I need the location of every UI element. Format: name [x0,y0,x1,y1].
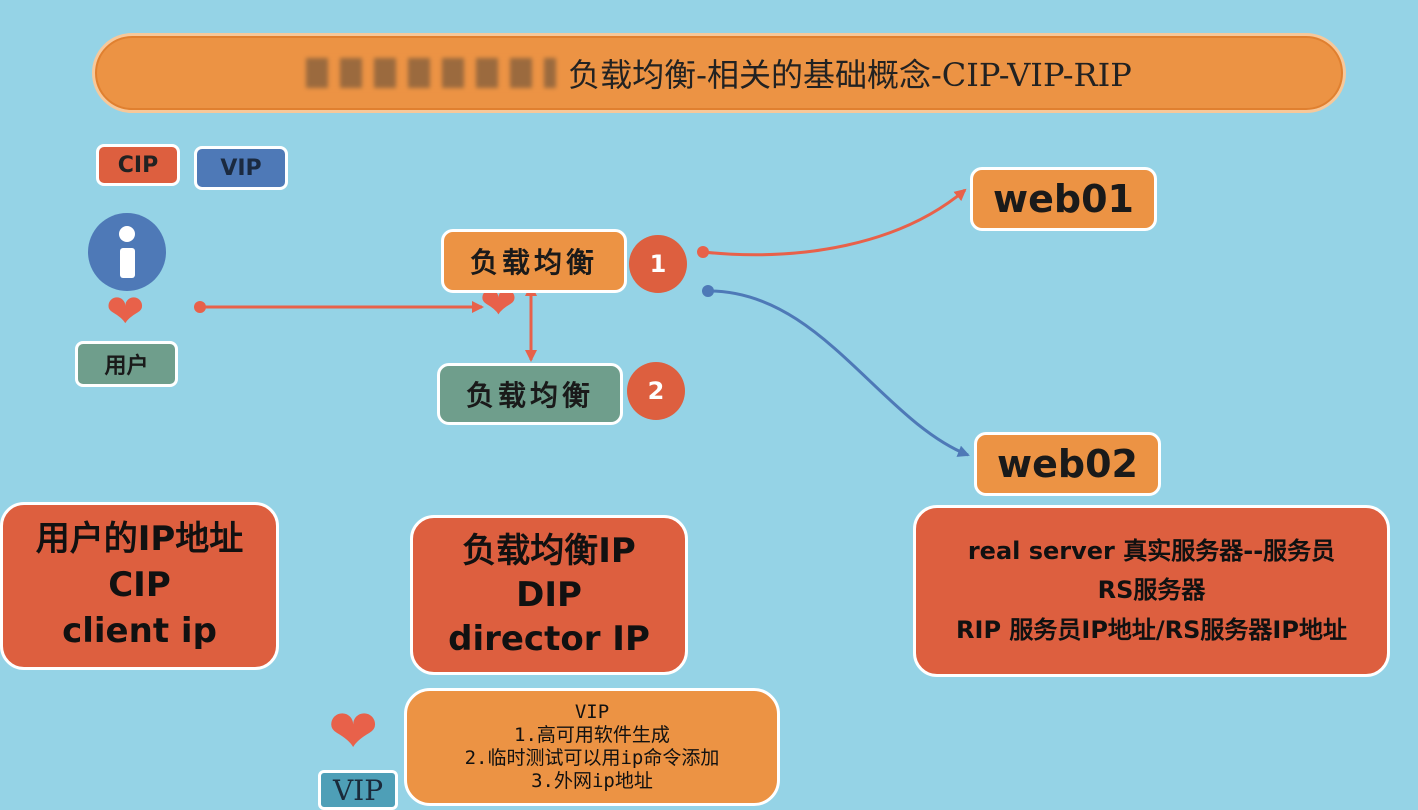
vip-heart-icon: ❤ [328,697,379,767]
legend-cip-tag: CIP [96,144,180,186]
rip-line-3: RIP 服务员IP地址/RS服务器IP地址 [956,615,1347,644]
title-banner: 负载均衡-相关的基础概念-CIP-VIP-RIP [92,33,1346,113]
legend-vip-tag: VIP [194,146,288,190]
rip-line-2: RS服务器 [1097,576,1206,605]
vip-note-item-2: 2.临时测试可以用ip命令添加 [464,747,720,769]
load-balancer-1-box: 负载均衡 [441,229,627,293]
info-icon-stem [120,248,135,278]
vip-note-box: VIP 1.高可用软件生成 2.临时测试可以用ip命令添加 3.外网ip地址 [404,688,780,806]
page-title: 负载均衡-相关的基础概念-CIP-VIP-RIP [568,56,1132,94]
lb1-number-badge: 1 [629,235,687,293]
dip-line-3: director IP [448,619,650,660]
user-heart-icon: ❤ [106,284,145,338]
lb-to-web01-arrow [702,188,967,257]
rip-description-box: real server 真实服务器--服务员 RS服务器 RIP 服务员IP地址… [913,505,1390,677]
info-icon-dot [119,226,135,242]
vip-note-item-1: 1.高可用软件生成 [514,724,670,747]
web02-box: web02 [974,432,1161,496]
dip-line-2: DIP [516,574,582,615]
lb-to-web02-arrow [707,289,970,457]
cip-line-1: 用户的IP地址 [35,519,244,560]
load-balancer-2-box: 负载均衡 [437,363,623,425]
cip-description-box: 用户的IP地址 CIP client ip [0,502,279,670]
redacted-text [306,58,557,88]
cip-line-2: CIP [108,565,171,606]
rip-line-1: real server 真实服务器--服务员 [967,536,1336,565]
dip-line-1: 负载均衡IP [462,530,636,571]
web01-box: web01 [970,167,1157,231]
cip-line-3: client ip [62,610,217,651]
vip-note-heading: VIP [574,701,610,724]
lb2-number-badge: 2 [627,362,685,420]
vip-note-item-3: 3.外网ip地址 [531,769,653,792]
vip-tag: VIP [318,770,398,810]
dip-description-box: 负载均衡IP DIP director IP [410,515,688,675]
user-label: 用户 [75,341,178,387]
